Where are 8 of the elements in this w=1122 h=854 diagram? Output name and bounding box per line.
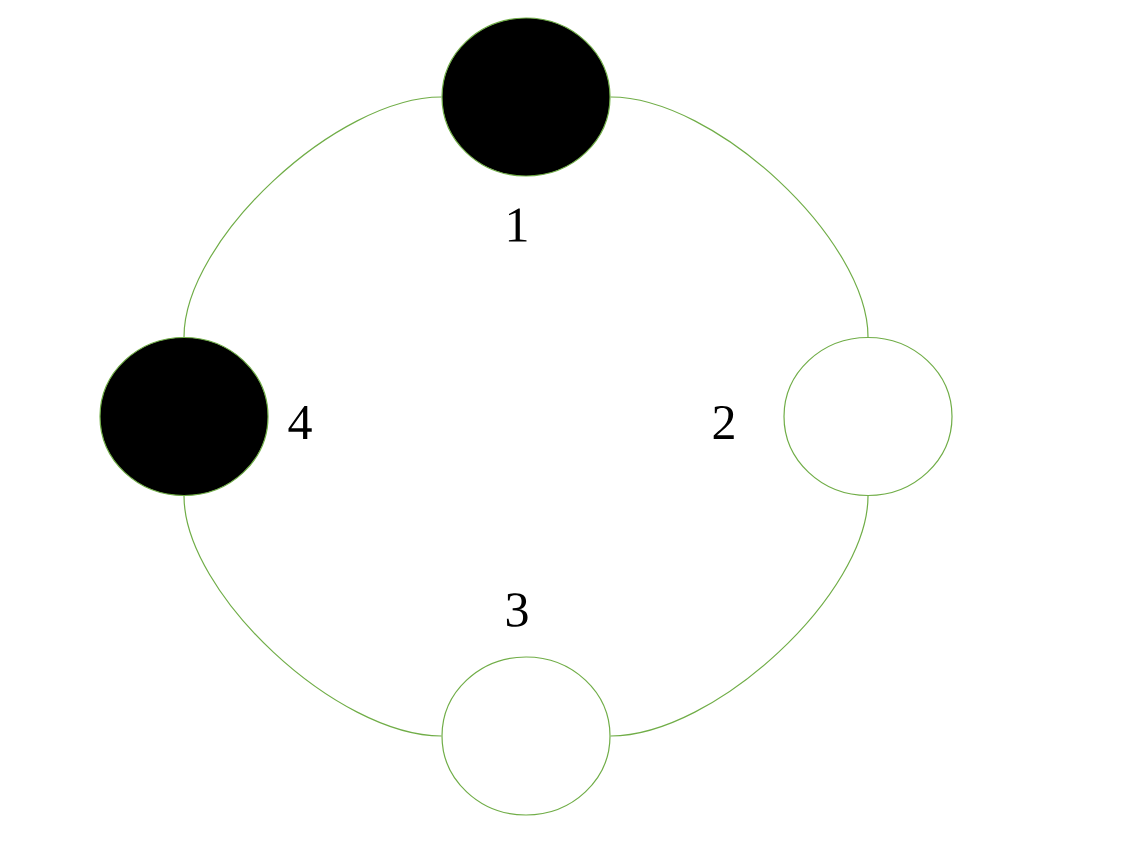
number-label: 1 <box>508 208 527 242</box>
number-label: 4 <box>288 406 312 439</box>
number-label: 3 <box>506 593 528 627</box>
ring-arc <box>610 96 869 338</box>
ring-arc <box>183 96 442 338</box>
ring-arc <box>610 495 869 737</box>
number-label: 2 <box>713 405 734 440</box>
ring-arc <box>183 495 442 737</box>
